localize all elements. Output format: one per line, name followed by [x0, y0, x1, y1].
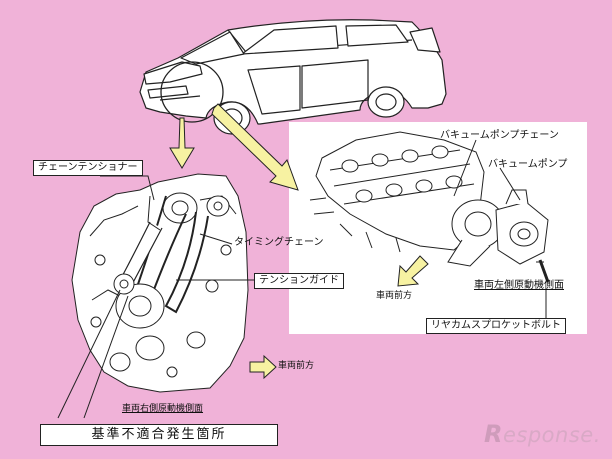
- left-engine-drawing: [71, 173, 249, 393]
- car-illustration: [139, 19, 447, 135]
- engine-callout-circle: [160, 61, 224, 123]
- logo-text: esponse.: [502, 423, 601, 447]
- pointer-arrows: [169, 103, 299, 191]
- response-logo: Response.: [484, 420, 601, 448]
- caution-label: 基準不適合発生箇所: [40, 424, 278, 446]
- logo-r-glyph: R: [484, 420, 503, 448]
- label-right-side-view: 車両右側原動機側面: [122, 404, 204, 414]
- label-timing-chain: タイミングチェーン: [234, 237, 324, 248]
- right-engine-drawing: [309, 131, 550, 283]
- label-tension-guide: テンションガイド: [254, 273, 344, 289]
- label-left-side-view: 車両左側原動機側面: [474, 280, 564, 291]
- label-vehicle-front-left: 車両前方: [278, 361, 315, 371]
- front-arrow-left: [249, 354, 277, 380]
- right-leader-lines: [453, 139, 547, 318]
- label-vacuum-pump: バキュームポンプ: [488, 159, 568, 170]
- label-rear-cam-bolt: リヤカムスプロケットボルト: [426, 318, 566, 334]
- label-vehicle-front-right: 車両前方: [376, 291, 413, 301]
- left-leader-lines: [57, 175, 254, 419]
- front-arrow-right: [397, 255, 429, 287]
- label-chain-tensioner: チェーンテンショナー: [33, 160, 143, 176]
- label-vacuum-pump-chain: バキュームポンプチェーン: [440, 130, 559, 141]
